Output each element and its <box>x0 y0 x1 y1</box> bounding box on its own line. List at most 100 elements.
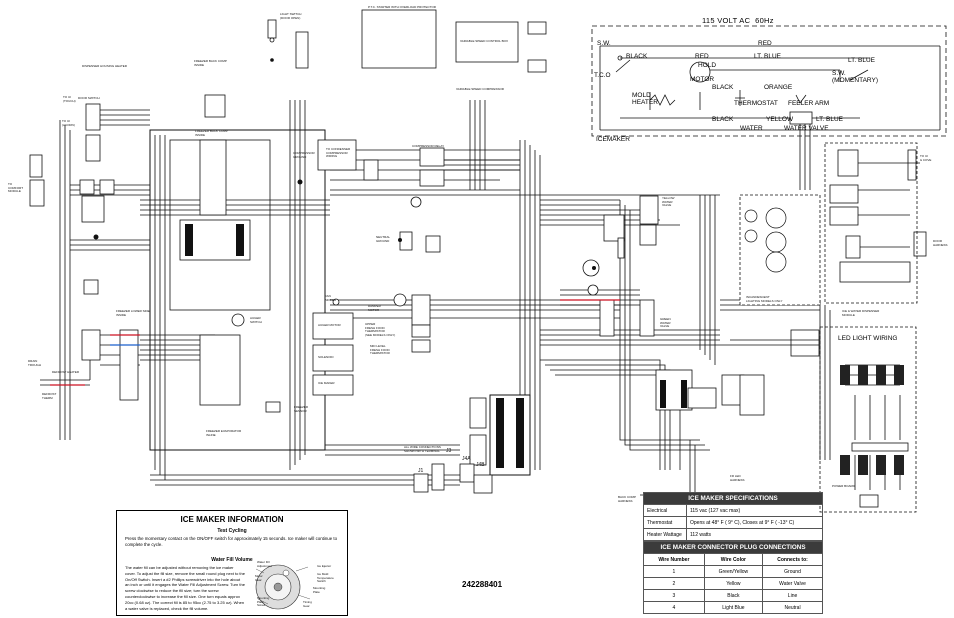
connects-to: Water Valve <box>762 577 823 590</box>
column-header: Connects to: <box>762 553 823 566</box>
wire-connections-note: ALL WIRE CONNECTIONS SHOWN WITH TERMINAL <box>404 445 441 453</box>
schematic-red-1: RED <box>758 40 772 47</box>
schematic-water-valve: WATER VALVE <box>784 125 829 132</box>
spec-value: 115 vac (127 vac max) <box>686 504 823 517</box>
pic-ice-ejector-label: Ice Ejector <box>317 564 332 568</box>
ice-maker-illustration <box>255 564 311 610</box>
column-header: Wire Number <box>643 553 705 566</box>
spec-label: Electrical <box>643 504 687 517</box>
pic-mounting-plate-label: Mounting Plate <box>313 586 326 594</box>
damper-motor-label: DAMPER MOTOR <box>368 304 381 312</box>
connector-plug-connections-table: ICE MAKER CONNECTOR PLUG CONNECTIONS Wir… <box>643 541 823 614</box>
spec-label: Heater Wattage <box>643 528 687 541</box>
defrost-therm-label: DEFROST THERM <box>42 392 57 400</box>
table-row: 1 Green/Yellow Ground <box>643 565 823 578</box>
schematic-black-1: BLACK <box>626 53 648 60</box>
spec-value: 112 watts <box>686 528 823 541</box>
door-harness-label: DOOR HARNESS <box>933 239 948 247</box>
j4a-label: J4A <box>462 456 471 462</box>
table-row: Thermostat Opens at 48° F ( 9° C), Close… <box>643 516 823 529</box>
drain-trough-label: DRAIN TROUGH <box>28 359 41 367</box>
schematic-thermostat: THERMOSTAT <box>734 100 778 107</box>
freezer-sensor-label: FREEZER SENSOR <box>294 405 309 413</box>
schematic-lt-blue-1: LT. BLUE <box>754 53 781 60</box>
j1-label: J1 <box>418 468 424 474</box>
schematic-orange: ORANGE <box>764 84 793 91</box>
fresh-food-thermistor-label: UPPER FRESH FOOD THERMISTOR (SEE MODELS … <box>365 322 396 337</box>
to-condenser-label: TO CONDENSER COMPRESSOR WIRING <box>326 147 351 159</box>
pic-motor-label: Motor Gear <box>255 574 263 582</box>
wire-number: 4 <box>643 601 705 614</box>
schematic-sw-momentary: S.W. (MOMENTARY) <box>832 70 878 84</box>
incandescent-lighting-label: INCANDESCENT LIGHTING MODELS ONLY <box>746 295 783 303</box>
yellow-water-valve-label: YELLOW WATER VALVE <box>662 196 675 208</box>
part-number: 242288401 <box>462 580 503 589</box>
light-switch-label: LIGHT SWITCH (DOOR OPEN) <box>280 12 302 20</box>
freezer-evaporator-label: FREEZER EVAPORATOR INLINE <box>206 429 242 437</box>
pic-screw-label: Mounting Plate Screw <box>257 596 270 608</box>
schematic-icemaker: ICEMAKER <box>596 136 630 143</box>
connects-to: Ground <box>762 565 823 578</box>
ice-maker-conn-label: ICE MAKER <box>318 381 335 385</box>
schematic-black-3: BLACK <box>712 116 734 123</box>
j4b-label: J4B <box>476 462 485 468</box>
to-ui-door-label: TO UI & COVE <box>920 154 932 162</box>
pic-ice-mold-label: Ice Mold Temperature Switch <box>317 572 334 584</box>
door-switch-label: DOOR SWITCH <box>78 96 100 100</box>
water-fill-volume-heading: Water Fill Volume <box>211 557 253 563</box>
freezer-lower-side-label: FREEZER LOWER SIDE INSIDE <box>116 309 150 317</box>
water-fill-volume-text: The water fill can be adjusted without r… <box>125 565 245 611</box>
spec-table-title: ICE MAKER SPECIFICATIONS <box>643 492 823 505</box>
back-comp-harness-label: BACK COMP HARNESS <box>618 495 637 503</box>
schematic-yellow: YELLOW <box>766 116 794 123</box>
wire-number: 1 <box>643 565 705 578</box>
auger-switch-label: AUGER SWITCH <box>250 316 262 324</box>
ice-water-dispenser-label: ICE & WATER DISPENSER MODULE <box>842 309 880 317</box>
schematic-sw-label: S.W. <box>597 40 611 47</box>
test-cycling-text: Press the momentary contact on the ON/OF… <box>125 536 338 547</box>
schematic-voltage-title: 115 VOLT AC 60Hz <box>702 16 774 25</box>
green-water-valve-label: GREEN WATER VALVE <box>660 317 671 329</box>
schematic-black-2: BLACK <box>712 84 734 91</box>
schematic-motor: MOTOR <box>690 76 715 83</box>
spec-value: Opens at 48° F ( 9° C), Closes at 9° F (… <box>686 516 823 529</box>
test-cycling-heading: Test Cycling <box>217 528 247 534</box>
dispenser-housing-heater-label: DISPENSER HOUSING HEATER <box>82 64 127 68</box>
pic-fill-adjust-label: Water Fill Adjustment <box>257 560 273 568</box>
compressor-relay-label: COMPRESSOR RELAY <box>412 144 445 148</box>
fr-led-harness-label: FR LED HARNESS <box>730 474 745 482</box>
ice-maker-specifications-table: ICE MAKER SPECIFICATIONS Electrical 115 … <box>643 492 823 541</box>
compressor-ground-label: COMPRESSOR GROUND <box>293 151 315 159</box>
power-board-label: POWER BOARD <box>832 484 855 488</box>
neutral-ground-label: NEUTRAL GROUND <box>376 235 391 243</box>
column-header: Wire Color <box>703 553 764 566</box>
schematic-hold: HOLD <box>698 62 717 69</box>
connects-to: Line <box>762 589 823 602</box>
connects-to: Neutral <box>762 601 823 614</box>
schematic-lt-blue-2: LT. BLUE <box>848 57 875 64</box>
schematic-tco-label: T.C.O <box>594 72 611 79</box>
schematic-mold-heater: MOLD HEATER <box>632 92 658 106</box>
defrost-heater-label: DEFROST HEATER <box>52 370 80 374</box>
wire-color: Black <box>703 589 764 602</box>
table-row: Heater Wattage 112 watts <box>643 528 823 541</box>
variable-speed-comp-label: VARIABLE SPEED COMPRESSOR <box>456 87 504 91</box>
pic-timing-gear-label: Timing Gear <box>303 600 312 608</box>
led-light-wiring-label: LED LIGHT WIRING <box>838 335 898 342</box>
schematic-feeler-arm: FEELER ARM <box>788 100 830 107</box>
schematic-red-2: RED <box>695 53 709 60</box>
mid-level-thermistor-label: MID LEVEL FRESH FOOD THERMISTOR <box>370 344 390 356</box>
table-row: 3 Black Line <box>643 589 823 602</box>
solenoid-label: SOLENOID <box>318 355 334 359</box>
spec-label: Thermostat <box>643 516 687 529</box>
wire-number: 2 <box>643 577 705 590</box>
schematic-lt-blue-3: LT. BLUE <box>816 116 843 123</box>
freezer-back-comp-main-label: FREEZER BACK COMP INSIDE <box>195 129 228 137</box>
to-comfort-module-label: TO COMFORT MODULE <box>8 182 24 194</box>
table-row: Electrical 115 vac (127 vac max) <box>643 504 823 517</box>
auger-motor-label: AUGER MOTOR <box>318 323 341 327</box>
connector-table-title: ICE MAKER CONNECTOR PLUG CONNECTIONS <box>643 541 823 554</box>
schematic-water: WATER <box>740 125 763 132</box>
wire-number: 3 <box>643 589 705 602</box>
